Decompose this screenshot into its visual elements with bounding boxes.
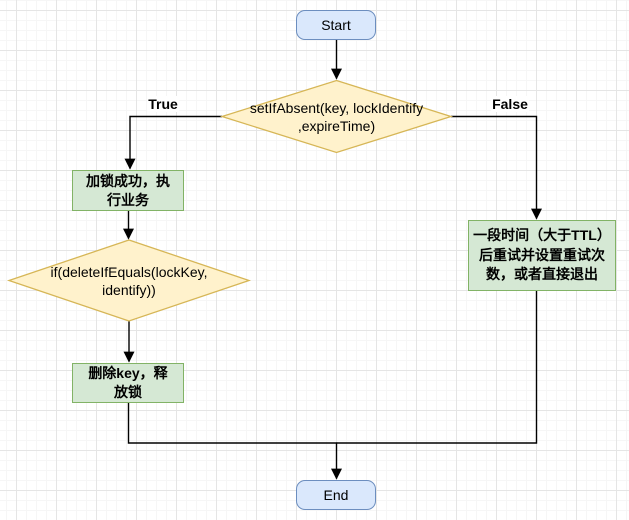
decision-setifabsent-shape[interactable]: [219, 79, 454, 154]
decision-delete-shape[interactable]: [6, 239, 252, 322]
end-node[interactable]: End: [296, 480, 376, 510]
edge-label-false: False: [491, 96, 529, 112]
start-node-label: Start: [321, 16, 351, 33]
start-node[interactable]: Start: [296, 10, 376, 40]
retry-node-label: 一段时间（大于TTL） 后重试并设置重试次 数，或者直接退出: [473, 227, 611, 283]
edge-label-true: True: [147, 96, 179, 112]
edge-delete-key-to-end[interactable]: [127, 403, 342, 480]
lock-success-node-label: 加锁成功，执 行业务: [86, 172, 170, 208]
edge-decision1-false-to-retry[interactable]: [451, 115, 542, 220]
edge-retry-to-end[interactable]: [336, 291, 538, 444]
end-node-label: End: [323, 486, 349, 503]
edge-decision1-true-to-lock-success[interactable]: [124, 115, 222, 170]
retry-node[interactable]: 一段时间（大于TTL） 后重试并设置重试次 数，或者直接退出: [468, 220, 616, 291]
lock-success-node[interactable]: 加锁成功，执 行业务: [72, 170, 184, 211]
delete-key-node[interactable]: 删除key，释 放锁: [72, 363, 184, 403]
delete-key-node-label: 删除key，释 放锁: [88, 365, 168, 400]
